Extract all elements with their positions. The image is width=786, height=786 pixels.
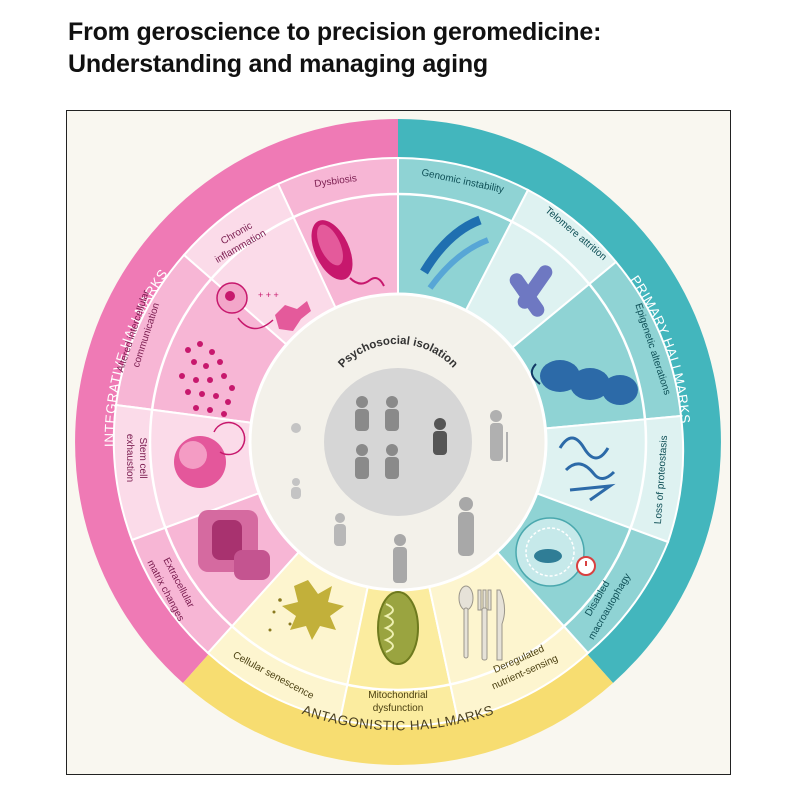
toddler-icon xyxy=(291,478,301,499)
nucleosome-icon xyxy=(530,360,638,405)
bacterium-icon xyxy=(311,220,385,287)
isolated-person-icon xyxy=(433,418,447,455)
label-mitochondrial-2: dysfunction xyxy=(373,703,424,714)
cutlery-icon xyxy=(458,585,506,661)
people-icons xyxy=(291,396,508,583)
autophagy-icon xyxy=(515,517,596,587)
inner-divider-ring xyxy=(148,192,648,692)
chromosome-icon xyxy=(509,265,553,317)
person-icon xyxy=(385,396,399,431)
person-icon xyxy=(355,444,369,479)
center-inner-circle xyxy=(324,368,472,516)
svg-text:+ + +: + + + xyxy=(258,290,279,300)
page-title: From geroscience to precision geromedici… xyxy=(68,16,601,80)
ecm-cells-icon xyxy=(198,510,270,580)
child-icon xyxy=(334,513,346,546)
signaling-dots-icon xyxy=(179,341,235,417)
title-line-1: From geroscience to precision geromedici… xyxy=(68,18,602,46)
person-icon xyxy=(355,396,369,431)
inflammation-cells-icon: + + + xyxy=(216,282,311,331)
protein-icon xyxy=(558,436,616,502)
label-stem-cell-2: exhaustion xyxy=(124,434,135,482)
adult-person-icon xyxy=(393,534,407,583)
dna-icon xyxy=(420,215,490,290)
label-stem-cell-1: Stem cell xyxy=(137,437,148,478)
mitochondrion-icon xyxy=(377,591,419,665)
adult-person-icon xyxy=(458,497,474,556)
elderly-person-icon xyxy=(490,410,508,462)
senescent-leaf-icon xyxy=(268,580,344,640)
fetus-icon xyxy=(291,423,301,433)
person-icon xyxy=(385,444,399,479)
stem-cell-icon xyxy=(174,421,246,488)
label-mitochondrial-1: Mitochondrial xyxy=(368,690,427,701)
title-line-2: Understanding and managing aging xyxy=(68,50,489,78)
